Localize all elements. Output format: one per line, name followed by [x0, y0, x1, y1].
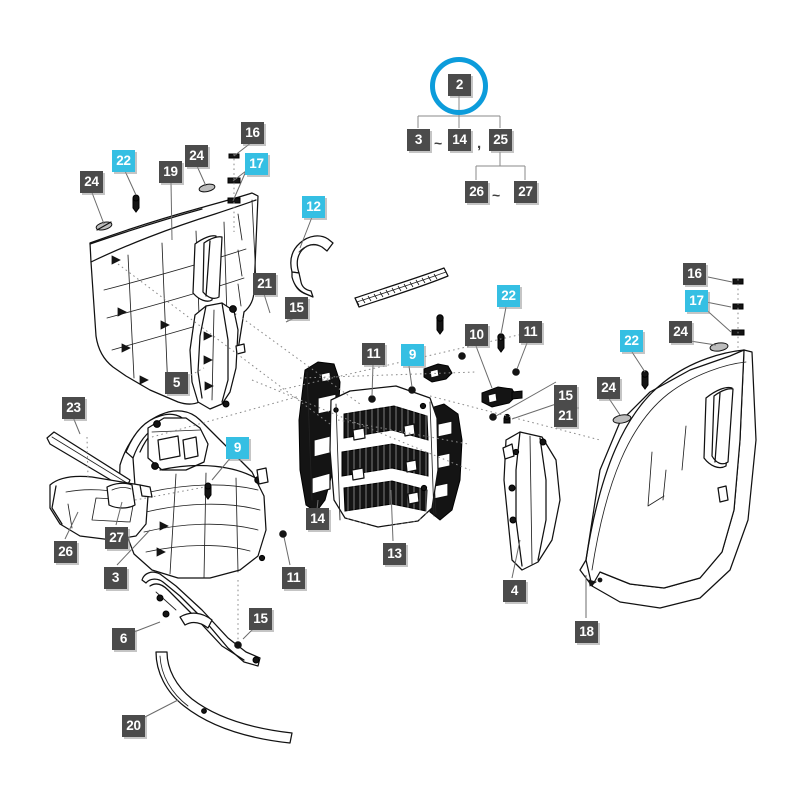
callout-label-6[interactable]: 6: [112, 628, 135, 650]
tree-separator-comma: ,: [477, 135, 482, 152]
callout-label-25[interactable]: 25: [489, 129, 512, 151]
callout-label-22[interactable]: 22: [112, 150, 135, 172]
callout-label-11[interactable]: 11: [362, 343, 385, 365]
callout-label-3[interactable]: 3: [407, 129, 430, 151]
callout-label-9[interactable]: 9: [401, 344, 424, 366]
callout-label-27-tree[interactable]: 27: [514, 181, 537, 203]
tree-separator-tilde-2: ~: [492, 187, 501, 203]
tree-separator-tilde-1: ~: [434, 135, 443, 151]
callout-label-19[interactable]: 19: [159, 161, 182, 183]
callout-label-13[interactable]: 13: [383, 543, 406, 565]
part-12-hose: [290, 235, 334, 298]
fasteners-top-left: [95, 153, 241, 232]
callout-label-20[interactable]: 20: [122, 715, 145, 737]
callout-label-14[interactable]: 14: [306, 508, 329, 530]
curved-rail-upper: [354, 267, 449, 308]
callout-label-21[interactable]: 21: [554, 405, 577, 427]
callout-label-14-tree[interactable]: 14: [448, 129, 471, 151]
part-6-bar: [141, 571, 261, 667]
tree-connectors: [417, 96, 526, 180]
part-18-fender-right: [579, 349, 757, 609]
part-4-trim: [502, 431, 561, 571]
callout-label-26-tree[interactable]: 26: [465, 181, 488, 203]
part-fender-left: [89, 192, 259, 405]
fasteners-right: [612, 278, 745, 424]
part-13-grille-mesh: [329, 385, 439, 528]
callout-label-23[interactable]: 23: [62, 397, 85, 419]
callout-label-21[interactable]: 21: [253, 273, 276, 295]
callout-label-12[interactable]: 12: [302, 196, 325, 218]
callout-label-15[interactable]: 15: [249, 608, 272, 630]
callout-label-5[interactable]: 5: [165, 372, 188, 394]
callout-label-11[interactable]: 11: [282, 567, 305, 589]
callout-label-24[interactable]: 24: [185, 145, 208, 167]
callout-label-11[interactable]: 11: [519, 321, 542, 343]
callout-label-3[interactable]: 3: [104, 567, 127, 589]
callout-label-26[interactable]: 26: [54, 541, 77, 563]
callout-label-17[interactable]: 17: [685, 290, 708, 312]
part-27-insert: [106, 482, 136, 509]
callout-label-2[interactable]: 2: [448, 74, 471, 96]
callout-label-24[interactable]: 24: [597, 377, 620, 399]
highlight-ring: [430, 57, 488, 115]
callout-label-22[interactable]: 22: [620, 330, 643, 352]
callout-label-24[interactable]: 24: [80, 171, 103, 193]
callout-label-15[interactable]: 15: [285, 297, 308, 319]
part-26-cover: [49, 475, 153, 541]
callout-label-17[interactable]: 17: [245, 153, 268, 175]
callout-label-16[interactable]: 16: [241, 122, 264, 144]
part-20-lower-bar: [155, 651, 293, 744]
callout-label-27[interactable]: 27: [105, 527, 128, 549]
callout-label-24[interactable]: 24: [669, 321, 692, 343]
callout-label-9[interactable]: 9: [226, 437, 249, 459]
callout-label-16[interactable]: 16: [683, 263, 706, 285]
callout-label-22[interactable]: 22: [497, 285, 520, 307]
part-5-bracket: [189, 302, 246, 410]
callout-label-18[interactable]: 18: [575, 621, 598, 643]
callout-label-15[interactable]: 15: [554, 385, 577, 407]
callout-label-10[interactable]: 10: [465, 324, 488, 346]
fasteners-mid: [368, 314, 523, 424]
callout-label-4[interactable]: 4: [503, 580, 526, 602]
